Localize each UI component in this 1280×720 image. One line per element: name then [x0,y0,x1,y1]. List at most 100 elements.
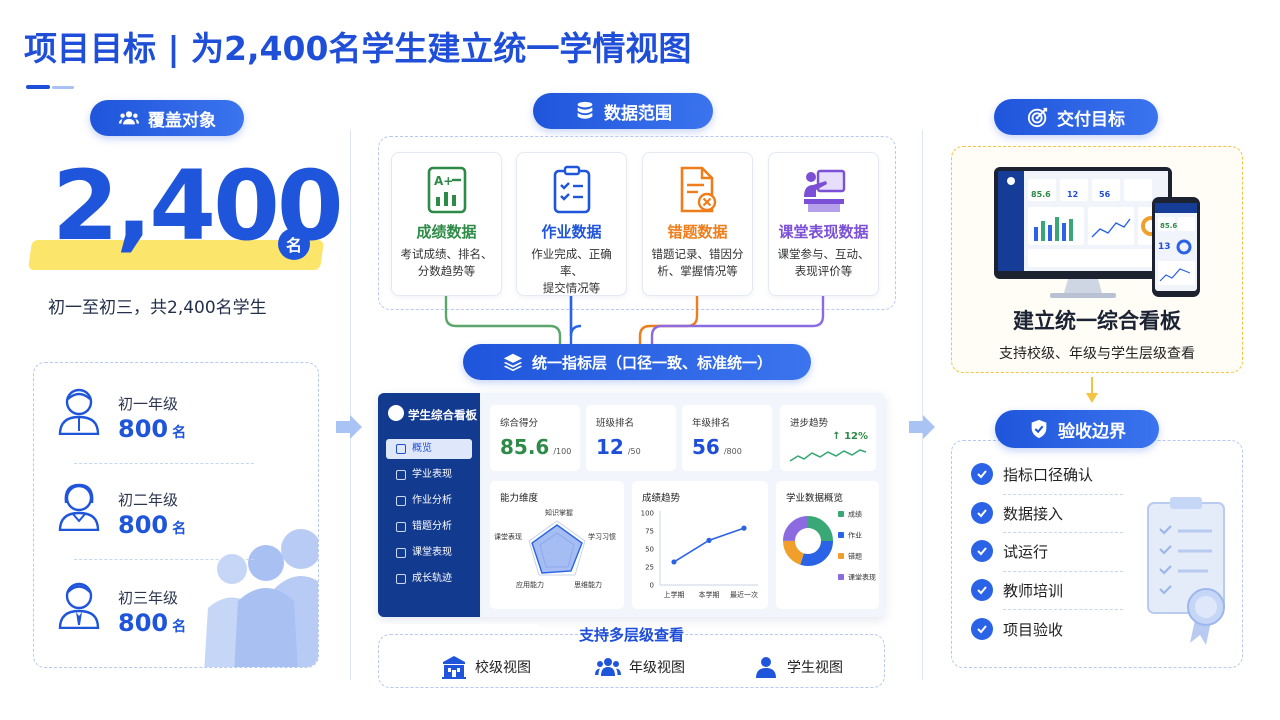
column-divider [350,130,351,680]
deliverable-pill: 交付目标 [994,99,1158,135]
acceptance-panel [951,440,1243,668]
menu-item-classroom[interactable]: 课堂表现 [386,543,472,563]
student-dashboard-mockup: 学生综合看板 概览 学业表现 作业分析 错题分析 课堂表现 成长轨迹 综合得分 … [378,393,885,617]
layers-icon [503,353,523,372]
arrow-right-icon [909,415,935,439]
multi-view-title: 支持多层级查看 [578,626,684,644]
check-icon [971,502,993,524]
trend-point [671,559,677,565]
view-grade[interactable]: 年级视图 [595,655,685,679]
menu-item-overview[interactable]: 概览 [386,439,472,459]
person-icon [396,574,406,584]
kpi-label: 班级排名 [596,418,635,429]
school-icon [442,656,466,679]
radar-axis-label: 知识掌握 [545,508,573,517]
student-avatar-icon [58,483,100,531]
legend-label: 作业 [848,531,862,540]
sparkline [789,449,867,462]
acceptance-item: 教师培训 [971,579,1063,601]
radar-axis-label: 学习习惯 [588,532,616,541]
data-flow-connectors [444,296,825,348]
kpi-value: ↑ 12% [832,431,868,442]
legend-label: 课堂表现 [848,573,876,582]
home-icon [396,444,406,454]
x-tick-label: 本学期 [699,590,720,599]
target-icon [396,522,406,532]
data-card-homework: 作业数据 作业完成、正确率、提交情况等 [516,152,627,296]
students-silhouette-illustration [204,529,318,667]
radar-chart: 知识掌握 学习习惯 思维能力 应用能力 课堂表现 [494,508,616,589]
view-school[interactable]: 校级视图 [441,655,531,679]
acceptance-item: 试运行 [971,540,1048,562]
panel-title: 成绩趋势 [642,493,681,504]
y-tick-label: 25 [645,564,654,572]
mock-value: 56 [1099,190,1111,199]
check-icon [971,463,993,485]
panel-title: 学业数据概览 [786,493,844,504]
item-divider [1003,609,1123,610]
view-student[interactable]: 学生视图 [753,655,843,679]
data-scope-panel [378,136,896,310]
data-scope-label: 数据范围 [604,103,672,124]
dashboard-devices-illustration: 85.6 12 56 85.6 13 [994,167,1200,298]
mock-value: 13 [1158,242,1171,252]
menu-item-homework[interactable]: 作业分析 [386,491,472,511]
deliverable-panel: 85.6 12 56 85.6 13 建立统一综合看板 支持校级、年级与学生层级… [951,146,1243,373]
card-title: 作业数据 [541,223,602,241]
grade-divider [74,463,254,464]
donut-slice [783,516,833,566]
legend-label: 成绩 [848,510,862,519]
item-divider [1003,532,1123,533]
data-scope-pill: 数据范围 [533,93,713,129]
acceptance-item: 数据接入 [971,502,1063,524]
panel-title: 能力维度 [500,493,539,504]
menu-item-errors[interactable]: 错题分析 [386,517,472,537]
coverage-pill: 覆盖对象 [90,100,244,136]
menu-item-growth[interactable]: 成长轨迹 [386,569,472,589]
kpi-grade-rank: 年级排名 56/800 [682,405,772,471]
svg-text:A+: A+ [434,174,453,188]
legend-swatch [838,532,844,538]
acceptance-item: 项目验收 [971,618,1063,640]
legend-swatch [838,574,844,580]
radar-axis-label: 应用能力 [516,580,544,589]
radar-axis-label: 课堂表现 [494,532,522,541]
card-desc: 考试成绩、排名、分数趋势等 [400,247,493,278]
x-tick-label: 最近一次 [730,590,758,599]
data-card-errors: 错题数据 错题记录、错因分析、掌握情况等 [642,152,753,296]
coverage-label: 覆盖对象 [148,110,216,131]
checklist-icon [553,165,590,214]
card-desc: 作业完成、正确率、提交情况等 [531,247,612,295]
view-label: 校级视图 [475,660,531,676]
arrow-right-icon [336,415,362,439]
clipboard-certificate-illustration [1147,497,1225,645]
item-divider [1003,571,1123,572]
data-card-score: A+ 成绩数据 考试成绩、排名、分数趋势等 [391,152,502,296]
error-doc-icon [680,166,716,213]
users-icon [118,111,140,125]
y-tick-label: 50 [645,546,654,554]
kpi-label: 综合得分 [500,418,539,429]
legend-label: 错题 [848,552,862,561]
teacher-board-icon [803,169,845,212]
kpi-label: 进步趋势 [790,418,829,429]
kpi-value: 12/50 [596,435,641,459]
deliverable-headline: 建立统一综合看板 [1013,309,1181,333]
view-label: 年级视图 [629,660,685,676]
trend-point [706,537,712,543]
card-title: 错题数据 [667,223,728,241]
grade-name: 初二年级 [118,491,179,509]
mock-value: 12 [1067,190,1078,199]
view-label: 学生视图 [787,660,843,676]
acceptance-label: 验收边界 [1058,421,1126,442]
database-icon [577,101,593,119]
menu-item-academic[interactable]: 学业表现 [386,465,472,485]
metrics-layer-label: 统一指标层（口径一致、标准统一） [531,353,772,372]
